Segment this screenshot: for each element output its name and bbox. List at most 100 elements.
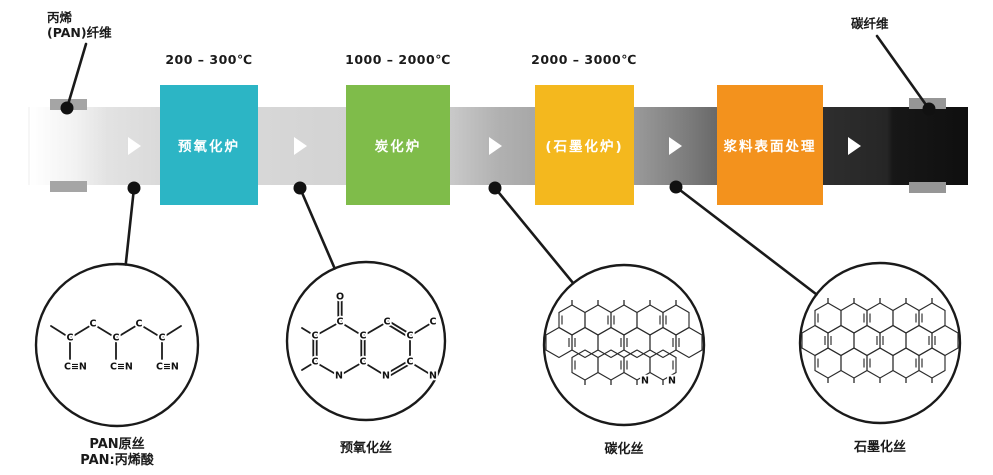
carbonized-lattice-hexagon: [636, 304, 664, 336]
preoxidized-molecule-atom-label: O: [336, 292, 344, 303]
graphitized-lattice-hexagon: [840, 302, 868, 334]
product-label-line1: PAN原丝: [89, 437, 145, 452]
input-material-label: 丙烯 (PAN)纤维: [47, 10, 112, 40]
preoxidized-molecule-atom-label: C: [360, 331, 367, 342]
graphitized-lattice-hexagon: [853, 324, 881, 357]
preoxidized-molecule-atom-label: C: [407, 331, 414, 342]
product-label-preoxidized-fiber: 预氧化丝: [339, 441, 392, 456]
pan-molecule-bond: [69, 323, 94, 339]
preoxidized-molecule-bond: [409, 321, 434, 337]
product-label-graphitized-fiber: 石墨化丝: [853, 440, 906, 455]
pan-molecule-atom-label: C: [90, 319, 97, 330]
graphitized-lattice-hexagon: [931, 324, 959, 357]
arrow-right-icon: [294, 137, 307, 155]
carbonized-lattice-hexagon: [623, 349, 651, 381]
preoxidized-molecule-bond: [338, 361, 364, 377]
pan-molecule-atom-label: C: [159, 333, 166, 344]
stage-label-carbonization: 炭化炉: [374, 139, 422, 155]
carbonized-lattice-hexagon: [649, 349, 677, 381]
carbonized-lattice-hexagon: [545, 326, 573, 359]
graphitized-lattice-hexagon: [801, 324, 829, 357]
graphitized-lattice-hexagon: [827, 324, 855, 357]
graphitized-lattice-hexagon: [905, 324, 933, 357]
pan-molecule-atom-label: C: [136, 319, 143, 330]
stage-label-preoxidation: 预氧化炉: [178, 139, 240, 155]
graphitized-lattice-hexagon: [814, 302, 842, 334]
preoxidized-molecule-bond: [384, 359, 411, 376]
temperature-label-carbonization: 1000 – 2000℃: [345, 52, 451, 67]
graphitized-lattice-hexagon: [918, 302, 946, 334]
preoxidized-molecule-bond: [385, 362, 412, 379]
preoxidized-molecule-bond: [301, 361, 316, 371]
product-label-carbonized-fiber: 碳化丝: [604, 442, 644, 457]
input-spool-tab-top: [50, 99, 87, 110]
preoxidized-molecule-bond: [386, 319, 412, 336]
preoxidized-molecule-bond: [362, 321, 388, 337]
stage-label-graphitization: (石墨化炉): [545, 139, 624, 155]
stage-label-surface-treatment: 浆料表面处理: [723, 139, 817, 155]
preoxidized-molecule-atom-label: C: [312, 331, 319, 342]
stage-box-carbonization-furnace: 炭化炉: [346, 85, 450, 205]
carbonized-lattice-hexagon: [558, 304, 586, 336]
stage-box-surface-treatment: 浆料表面处理: [717, 85, 823, 205]
product-label-line2: PAN:丙烯酸: [80, 453, 154, 468]
arrow-right-icon: [848, 137, 861, 155]
carbonized-lattice-hexagon: [649, 326, 677, 359]
input-spool: [30, 107, 106, 185]
preoxidized-molecule-bond: [301, 327, 316, 337]
preoxidized-molecule-atom-label: N: [382, 371, 390, 382]
pan-molecule-bond: [138, 323, 163, 339]
carbonized-lattice-hexagon: [675, 326, 703, 359]
graphitized-lattice-hexagon: [892, 347, 920, 379]
preoxidized-molecule-bond: [409, 361, 434, 377]
arrow-right-icon: [128, 137, 141, 155]
output-spool-tab-bottom: [909, 182, 946, 193]
output-material-label: 碳纤维: [851, 16, 889, 31]
pan-molecule-atom-label: C≡N: [64, 362, 87, 373]
preoxidized-molecule-bond: [339, 321, 364, 337]
carbonized-lattice-hexagon: [662, 304, 690, 336]
preoxidized-molecule-atom-label: C: [312, 357, 319, 368]
graphitized-lattice-hexagon: [814, 347, 842, 379]
stage-box-graphitization-furnace: (石墨化炉): [535, 85, 634, 205]
preoxidized-molecule-bond: [385, 322, 411, 339]
carbonized-lattice-hexagon: [597, 326, 625, 359]
product-label-pan-precursor: PAN原丝 PAN:丙烯酸: [32, 437, 202, 469]
molecule-circle: [798, 261, 962, 425]
temperature-label-graphitization: 2000 – 3000℃: [531, 52, 637, 67]
preoxidized-molecule-bond: [314, 361, 340, 377]
carbonized-lattice-atom-label: N: [641, 376, 649, 387]
pan-molecule-bond: [92, 323, 117, 339]
molecule-circle: [542, 263, 706, 427]
pan-molecule-atom-label: C: [113, 333, 120, 344]
output-spool-tab-top: [909, 98, 946, 109]
preoxidized-molecule-atom-label: N: [429, 371, 437, 382]
callout-line: [298, 186, 337, 270]
graphitized-lattice-hexagon: [892, 302, 920, 334]
carbonized-lattice-hexagon: [584, 304, 612, 336]
graphitized-lattice-hexagon: [866, 302, 894, 334]
carbonized-lattice-hexagon: [623, 326, 651, 359]
graphitized-lattice-hexagon: [840, 347, 868, 379]
carbonized-lattice-hexagon: [597, 349, 625, 381]
callout-line: [124, 186, 136, 266]
arrow-right-icon: [669, 137, 682, 155]
carbonized-lattice-hexagon: [571, 349, 599, 381]
pan-molecule-atom-label: C≡N: [156, 362, 179, 373]
input-material-line1: 丙烯: [47, 10, 73, 25]
graphitized-lattice-hexagon: [918, 347, 946, 379]
graphitized-lattice-hexagon: [866, 347, 894, 379]
preoxidized-molecule-atom-label: C: [337, 317, 344, 328]
carbonized-lattice-atom-label: N: [668, 376, 676, 387]
preoxidized-molecule-atom-label: N: [335, 371, 343, 382]
molecule-circle: [285, 260, 447, 422]
pan-molecule-bond: [50, 325, 71, 339]
pan-molecule-bond: [161, 325, 182, 339]
preoxidized-molecule-atom-label: C: [430, 317, 437, 328]
temperature-label-preoxidation: 200 – 300℃: [165, 52, 253, 67]
input-material-line2: (PAN)纤维: [47, 25, 112, 40]
molecule-circle: [34, 262, 200, 428]
arrow-right-icon: [489, 137, 502, 155]
